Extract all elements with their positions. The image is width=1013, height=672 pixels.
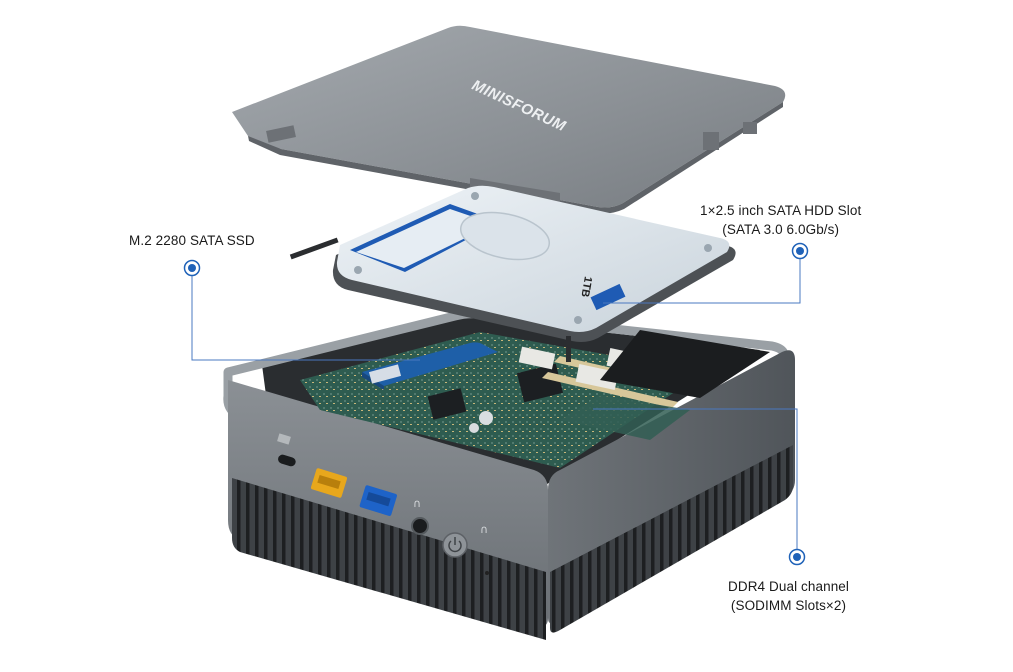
callout-ssd-line1: M.2 2280 SATA SSD	[129, 233, 255, 248]
callout-hdd-line1: 1×2.5 inch SATA HDD Slot	[700, 203, 862, 218]
audio-jack-icon	[411, 517, 429, 535]
callout-ddr-line2: (SODIMM Slots×2)	[730, 598, 847, 613]
svg-text:∩: ∩	[480, 523, 488, 536]
callout-line-ddr	[593, 408, 798, 557]
headphone-icon: ∩	[413, 497, 421, 510]
hdd-capacity-label: 1TB	[578, 275, 593, 298]
callout-lines	[191, 252, 801, 557]
top-lid: MINISFORUM	[232, 25, 786, 214]
callout-hdd-line2: (SATA 3.0 6.0Gb/s)	[722, 222, 840, 237]
callout-line-hdd	[603, 252, 801, 304]
sata-hdd: 1TB	[289, 185, 736, 362]
motherboard	[300, 330, 770, 468]
callout-label-ddr: DDR4 Dual channel (SODIMM Slots×2)	[728, 577, 849, 615]
callout-label-ssd: M.2 2280 SATA SSD	[129, 231, 255, 250]
usb-c-port-icon	[278, 454, 296, 467]
callout-line-ssd	[191, 268, 420, 361]
callout-ddr-line1: DDR4 Dual channel	[728, 579, 850, 594]
front-ports: ∩ ∩	[277, 433, 489, 575]
callout-dots	[183, 242, 809, 566]
callout-label-hdd: 1×2.5 inch SATA HDD Slot (SATA 3.0 6.0Gb…	[700, 201, 861, 239]
